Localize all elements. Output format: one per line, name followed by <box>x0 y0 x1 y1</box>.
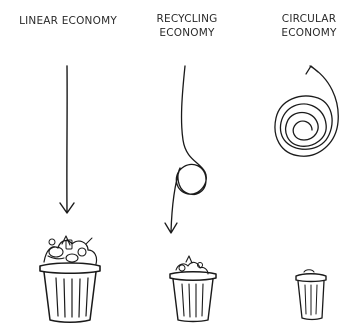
trash-bin-full-icon <box>39 235 101 323</box>
linear-economy-label: LINEAR ECONOMY <box>18 14 118 28</box>
trash-bin-half-icon <box>169 255 217 323</box>
recycling-economy-label-line-2: ECONOMY <box>159 27 215 39</box>
recycling-economy-label-line-1: RECYCLING <box>156 13 218 25</box>
circular-economy-label-line-2: ECONOMY <box>281 27 337 39</box>
linear-arrow <box>59 65 75 214</box>
circular-economy-label-line-1: CIRCULAR <box>281 13 337 25</box>
circular-economy-label: CIRCULAR ECONOMY <box>274 12 344 40</box>
trash-bin-empty-icon <box>295 269 327 321</box>
recycling-arrow <box>164 65 207 234</box>
recycling-economy-label: RECYCLING ECONOMY <box>152 12 222 40</box>
circular-swirl <box>274 65 339 157</box>
linear-economy-label-line: LINEAR ECONOMY <box>19 15 117 27</box>
